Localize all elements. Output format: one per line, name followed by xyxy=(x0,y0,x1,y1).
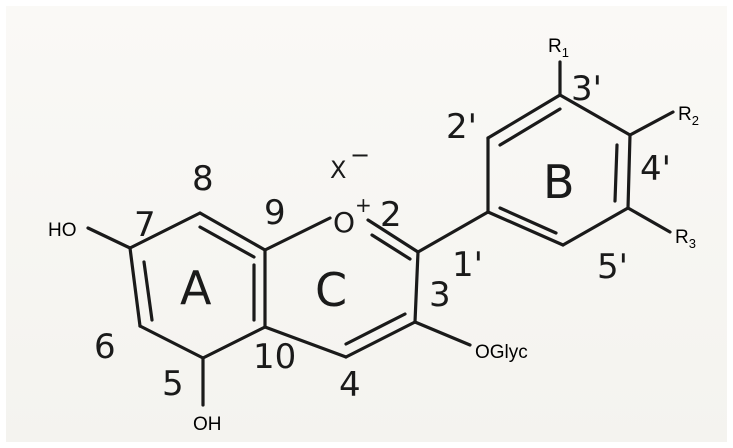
bond-c7-oh xyxy=(86,226,132,250)
bond-c4-c10 xyxy=(263,325,348,359)
r2-label: R2 xyxy=(678,104,699,128)
bond-c5p-c6p xyxy=(561,206,630,247)
ring-oxygen-charge: + xyxy=(355,193,372,217)
bond-c3p-c4p xyxy=(558,93,632,137)
double-bond-o1-c2 xyxy=(370,233,412,261)
position-7: 7 xyxy=(134,205,156,245)
paper-background xyxy=(6,6,727,442)
ring-b-bonds xyxy=(416,93,632,254)
bond-c2-c3 xyxy=(413,250,420,324)
ho-label: HO xyxy=(48,220,77,241)
position-3-prime: 3' xyxy=(571,69,602,109)
r1-label: R1 xyxy=(548,36,569,60)
bond-o1-c2 xyxy=(366,218,420,254)
bond-c5p-r3 xyxy=(626,206,672,234)
ring-c-bonds xyxy=(263,216,420,359)
bond-c6-c7 xyxy=(128,246,142,328)
bond-c4p-c5p xyxy=(626,133,632,210)
bond-c4p-r2 xyxy=(628,110,675,137)
bond-c3-c4 xyxy=(344,320,417,359)
bond-c8-c9 xyxy=(198,211,267,252)
bond-c9-o1 xyxy=(263,216,332,252)
ring-c-label: C xyxy=(315,263,347,317)
oh-bottom-label: OH xyxy=(193,414,222,435)
position-4-prime: 4' xyxy=(640,149,671,189)
ring-a-label: A xyxy=(180,261,212,315)
position-1-prime: 1' xyxy=(452,245,483,285)
position-5: 5 xyxy=(162,364,184,404)
double-bond-c3-c4 xyxy=(344,312,407,346)
bond-c2p-c3p xyxy=(486,93,562,140)
position-8: 8 xyxy=(192,159,214,199)
bond-c5-c6 xyxy=(138,324,205,360)
counterion-label: X xyxy=(330,156,346,184)
r3-label: R3 xyxy=(675,227,696,251)
ring-oxygen: O xyxy=(333,206,355,239)
position-6: 6 xyxy=(94,327,116,367)
position-2-prime: 2' xyxy=(446,107,477,147)
bond-c3-oglyc xyxy=(413,320,472,347)
double-bond-b3 xyxy=(498,206,558,235)
position-10: 10 xyxy=(253,337,296,377)
ring-a-bonds xyxy=(128,211,267,360)
position-5-prime: 5' xyxy=(597,247,628,287)
substituent-bonds xyxy=(86,60,675,407)
double-bond-a3 xyxy=(142,260,154,322)
oglyc-label: OGlyc xyxy=(475,342,528,363)
bond-c6p-c1p xyxy=(486,210,565,247)
position-2: 2 xyxy=(380,195,402,235)
counterion-charge: − xyxy=(350,141,370,169)
bond-c7-c8 xyxy=(128,211,202,250)
double-bond-b1 xyxy=(498,107,562,147)
double-bond-a1 xyxy=(198,225,256,259)
double-bond-b2 xyxy=(613,143,619,203)
position-9: 9 xyxy=(264,193,286,233)
position-3: 3 xyxy=(429,275,451,315)
bond-c10-c5 xyxy=(201,325,267,360)
bond-c2-c1p xyxy=(416,210,490,254)
position-4: 4 xyxy=(339,365,361,405)
ring-b-label: B xyxy=(543,155,575,209)
